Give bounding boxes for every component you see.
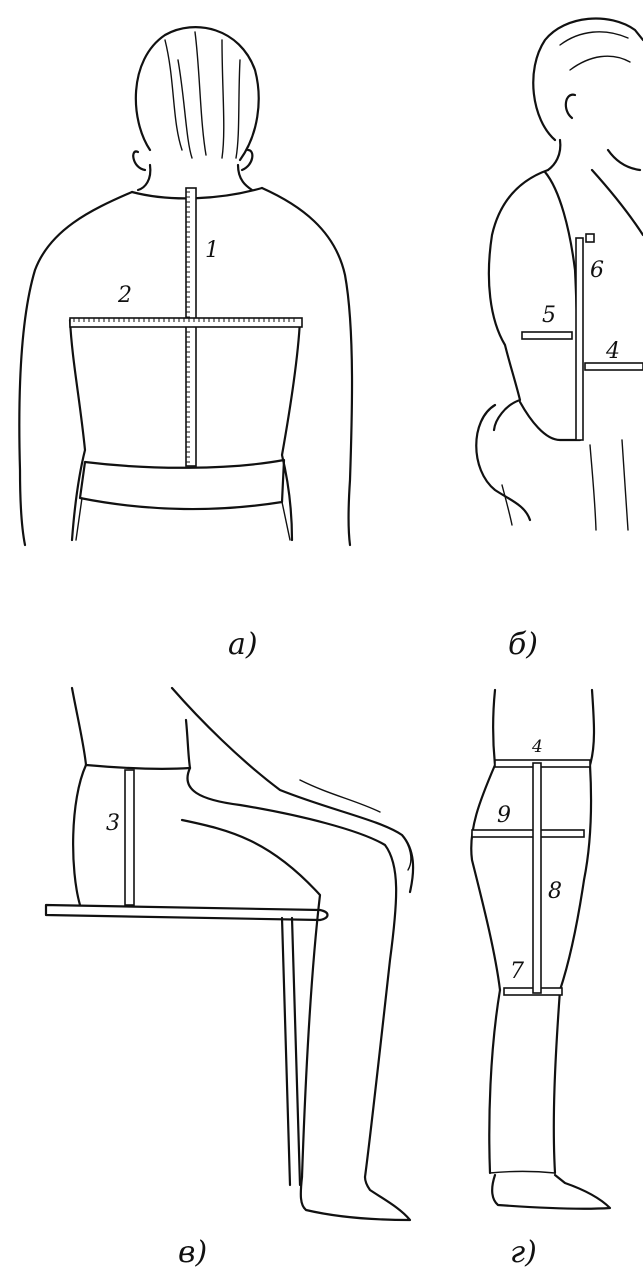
- caption-g: г): [510, 1235, 537, 1270]
- label-1: 1: [205, 238, 219, 263]
- caption-v: в): [178, 1235, 207, 1270]
- caption-b: б): [508, 627, 538, 662]
- label-3: 3: [106, 811, 120, 836]
- figure-g-leg-view: 4 9 8 7: [471, 690, 610, 1209]
- tape-waist: [495, 760, 590, 767]
- label-4-b: 4: [605, 339, 620, 364]
- tape-arm: [522, 332, 572, 339]
- label-4-g: 4: [531, 737, 543, 757]
- tape-back-width: [70, 318, 302, 327]
- label-9: 9: [497, 803, 511, 828]
- label-5: 5: [542, 303, 556, 328]
- tape-hip: [472, 830, 584, 837]
- label-6: 6: [590, 258, 604, 283]
- tape-seat-height: [125, 770, 134, 905]
- figure-b-side-view: 6 5 4: [476, 19, 643, 530]
- figure-v-seated-view: 3: [46, 688, 413, 1220]
- tape-side-length: [576, 238, 583, 440]
- caption-a: а): [228, 627, 258, 662]
- figure-a-back-view: 1 2: [19, 27, 352, 545]
- label-7: 7: [510, 959, 524, 984]
- tape-leg-length: [533, 763, 541, 993]
- label-8: 8: [548, 879, 562, 904]
- tape-waist-side: [585, 363, 643, 370]
- label-2: 2: [117, 283, 132, 308]
